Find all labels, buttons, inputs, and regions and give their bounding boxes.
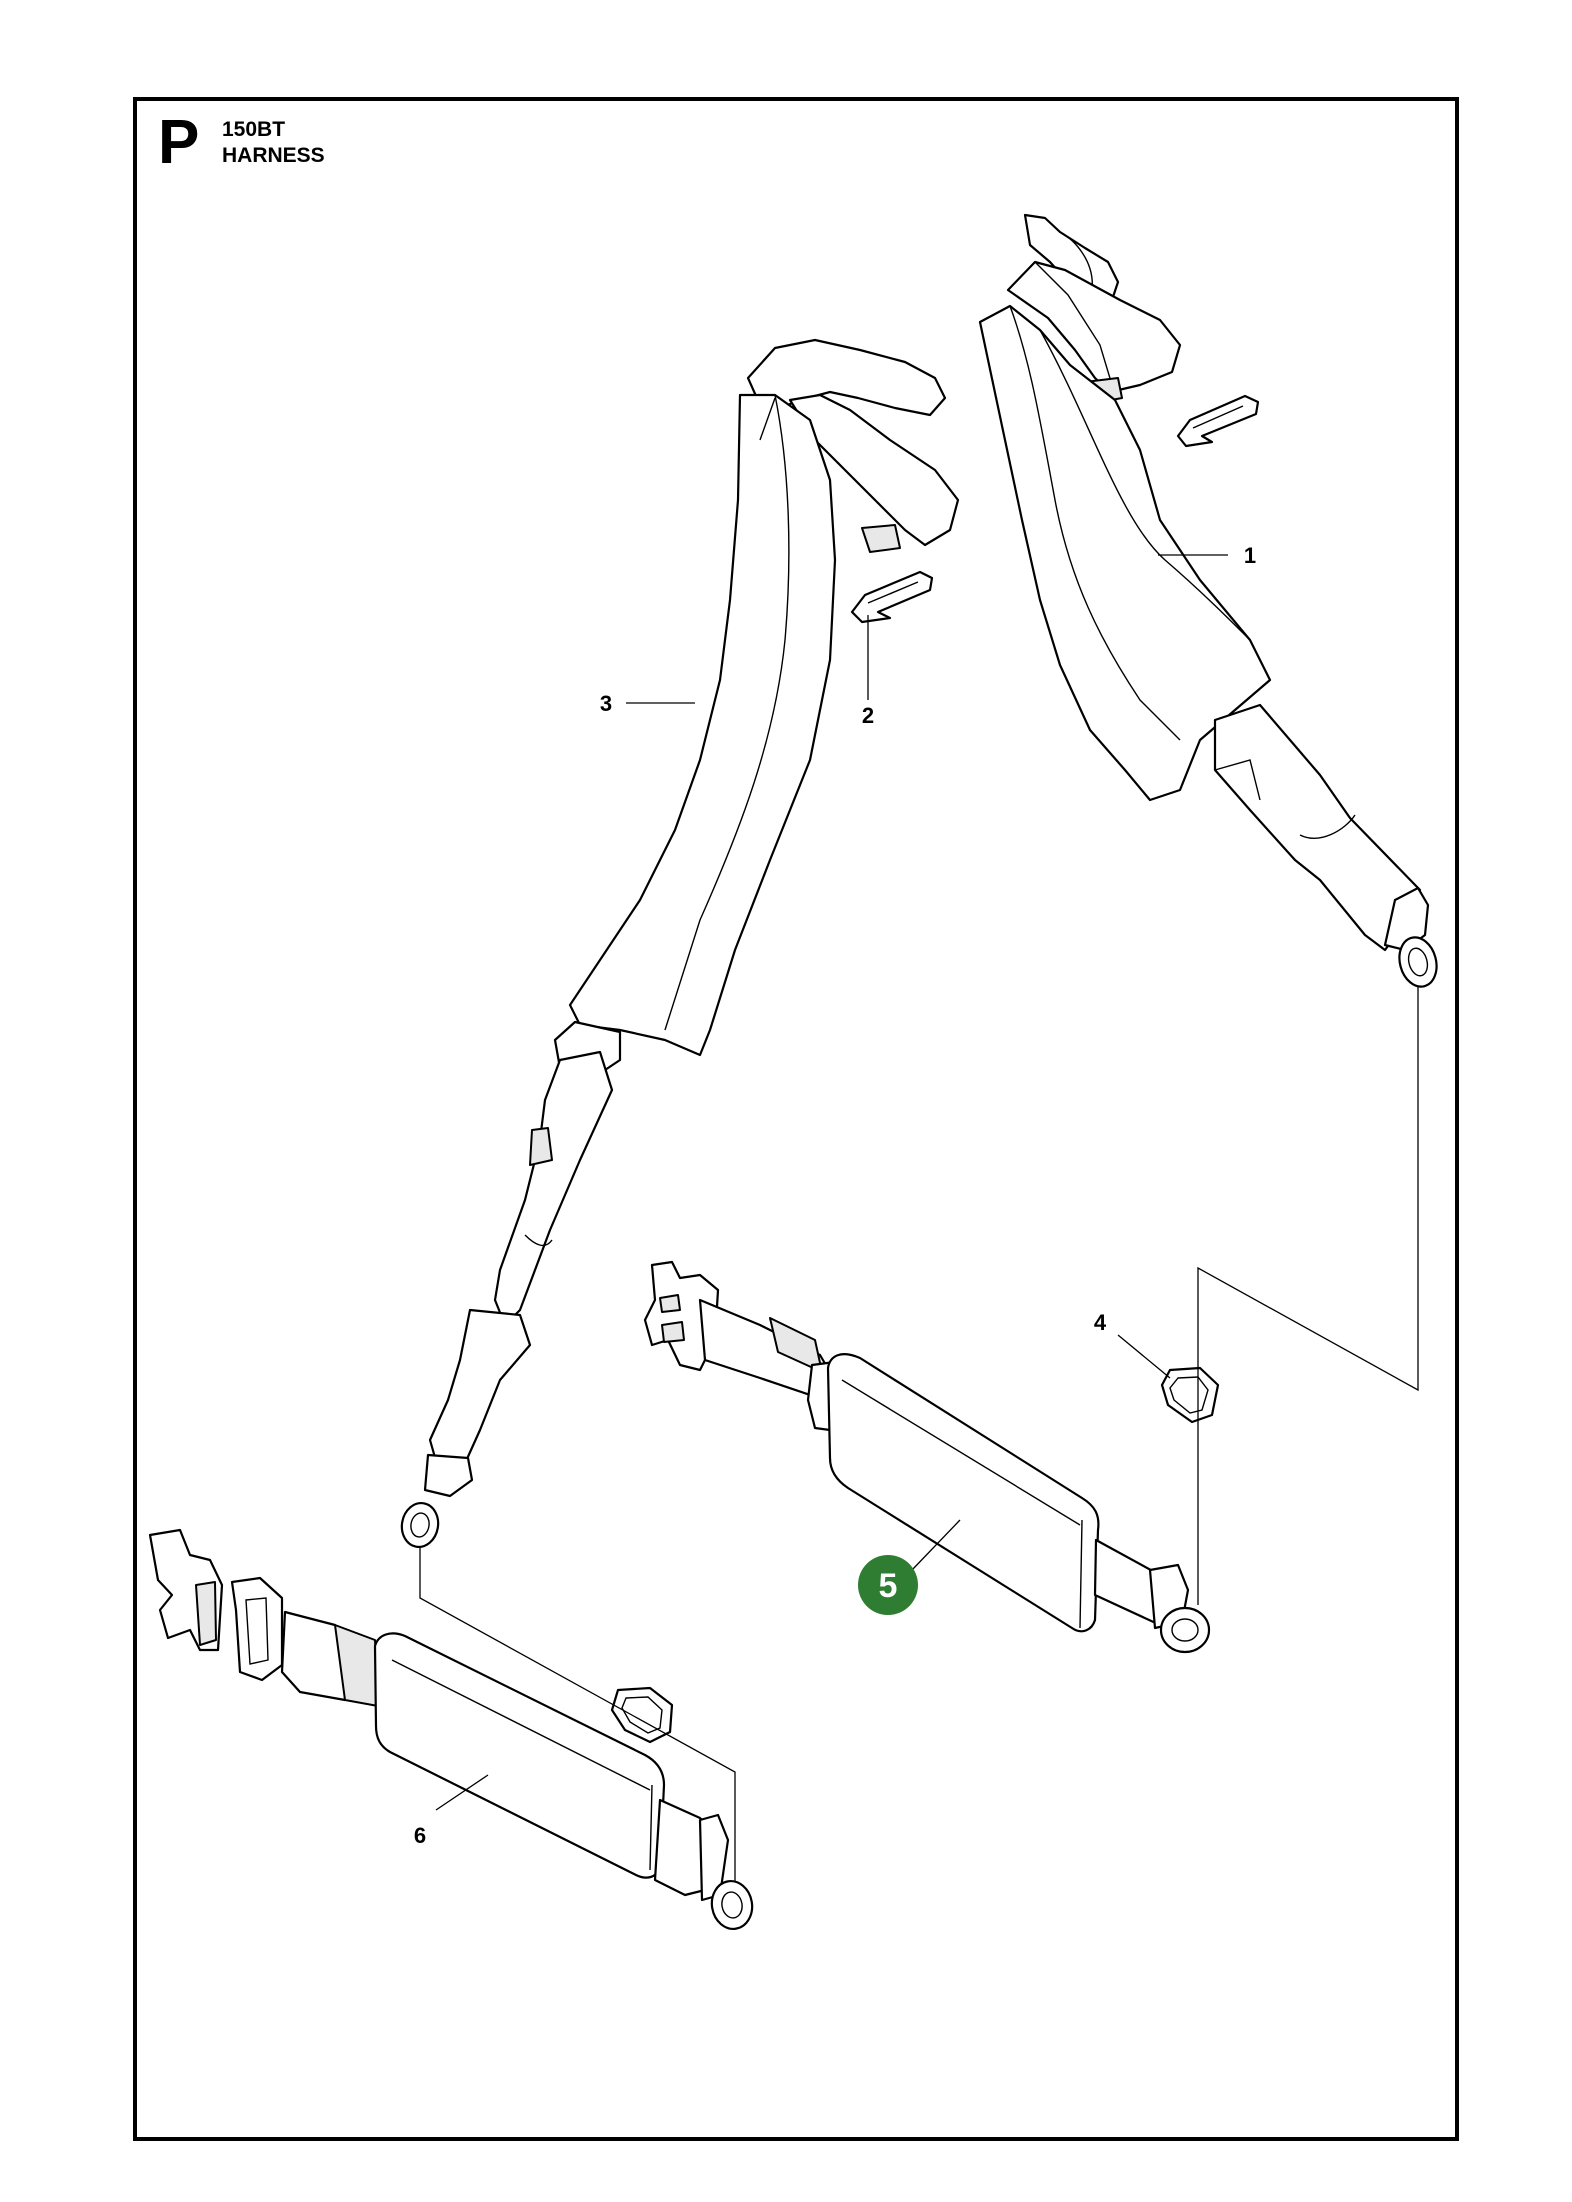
- part-3-left-shoulder-strap: [400, 338, 960, 1548]
- model-label: 150BT: [222, 118, 286, 141]
- part-6-waist-belt: [148, 1528, 754, 1930]
- page-title: HARNESS: [222, 144, 325, 167]
- callout-4-label: 4: [1094, 1310, 1107, 1335]
- strap-clip-upper: [1176, 394, 1260, 448]
- callout-2: 2: [862, 703, 874, 728]
- callout-1: 1: [1244, 543, 1256, 568]
- callout-5-label: 5: [879, 1567, 898, 1605]
- callout-5-badge: [858, 1555, 918, 1615]
- callout-1-label: 1: [1244, 543, 1256, 568]
- callout-5: 5: [858, 1555, 918, 1615]
- d-ring-lower: [610, 1686, 674, 1744]
- callout-leaders: [435, 554, 1228, 1811]
- callout-6-label: 6: [414, 1823, 426, 1848]
- callout-6: 6: [414, 1823, 426, 1848]
- part-2-strap-clip: [850, 570, 934, 624]
- assembly-lines: [419, 615, 1419, 1882]
- section-letter: P: [158, 108, 200, 177]
- callout-3-label: 3: [600, 691, 612, 716]
- diagram-frame: [133, 97, 1459, 2141]
- callout-4: 4: [1094, 1310, 1107, 1335]
- part-5-waist-belt: [643, 1260, 1211, 1654]
- callout-3: 3: [600, 691, 612, 716]
- callout-2-label: 2: [862, 703, 874, 728]
- part-1-right-shoulder-strap: [978, 213, 1438, 988]
- part-4-d-ring: [1160, 1366, 1220, 1424]
